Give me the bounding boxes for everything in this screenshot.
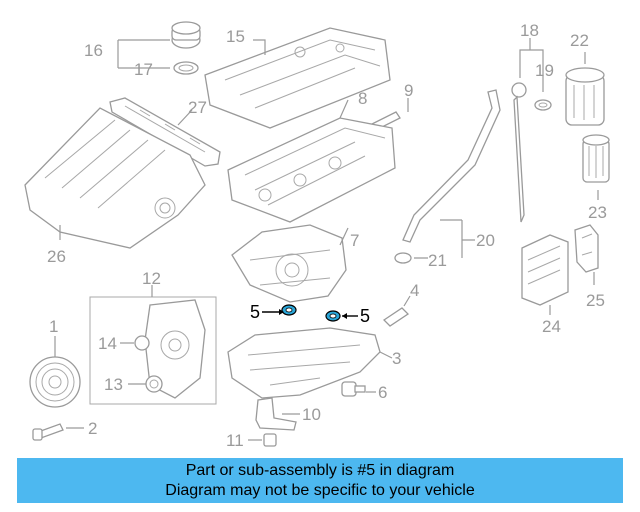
callout-25: 25 bbox=[586, 291, 605, 310]
callout-10: 10 bbox=[302, 405, 321, 424]
part-info-banner: Part or sub-assembly is #5 in diagram Di… bbox=[17, 458, 623, 503]
oil-filter-element bbox=[582, 134, 610, 183]
filler-cap-seal bbox=[173, 61, 199, 75]
callout-22: 22 bbox=[570, 31, 589, 50]
parts-diagram: 16 17 15 27 26 9 8 bbox=[24, 21, 610, 450]
callout-12: 12 bbox=[142, 269, 161, 288]
callout-27: 27 bbox=[188, 98, 207, 117]
oil-filter-housing bbox=[565, 67, 605, 126]
seal-5-right[interactable] bbox=[325, 310, 341, 322]
callout-8: 8 bbox=[358, 89, 367, 108]
pulley-bolt bbox=[32, 423, 64, 441]
callout-14: 14 bbox=[98, 334, 117, 353]
callout-24: 24 bbox=[542, 317, 561, 336]
dipstick bbox=[511, 82, 527, 223]
callout-3: 3 bbox=[392, 349, 401, 368]
dipstick-tube bbox=[402, 89, 501, 243]
callout-19: 19 bbox=[535, 61, 554, 80]
callout-9: 9 bbox=[404, 81, 413, 100]
callout-5-left: 5 bbox=[250, 302, 260, 322]
crankshaft-seal bbox=[145, 375, 163, 393]
callout-26: 26 bbox=[47, 247, 66, 266]
callout-6: 6 bbox=[378, 383, 387, 402]
shaft-seal bbox=[134, 335, 150, 351]
callout-17: 17 bbox=[134, 60, 153, 79]
tube-seal bbox=[394, 252, 412, 264]
callout-18: 18 bbox=[520, 21, 539, 40]
level-sensor bbox=[382, 307, 410, 327]
cylinder-head bbox=[227, 117, 396, 223]
intake-manifold bbox=[24, 107, 206, 249]
callout-2: 2 bbox=[88, 419, 97, 438]
callout-13: 13 bbox=[104, 375, 123, 394]
oil-pan bbox=[227, 327, 381, 399]
callout-1: 1 bbox=[49, 317, 58, 336]
callout-4: 4 bbox=[410, 281, 419, 300]
drain-plug bbox=[341, 381, 366, 397]
fitting bbox=[263, 433, 277, 447]
callout-20: 20 bbox=[476, 231, 495, 250]
callout-21: 21 bbox=[428, 251, 447, 270]
oil-cooler bbox=[521, 234, 569, 306]
seal-5-left[interactable] bbox=[281, 304, 297, 316]
intake-gasket bbox=[109, 97, 221, 167]
timing-cover bbox=[231, 224, 347, 303]
banner-line-disclaimer: Diagram may not be specific to your vehi… bbox=[165, 482, 475, 499]
oil-filler-cap bbox=[171, 21, 201, 49]
callout-16: 16 bbox=[84, 41, 103, 60]
callout-11: 11 bbox=[226, 431, 244, 450]
callout-23: 23 bbox=[588, 203, 607, 222]
callout-15: 15 bbox=[226, 27, 245, 46]
crankshaft-pulley bbox=[29, 356, 81, 408]
oil-pump-pickup bbox=[255, 397, 297, 431]
callout-7: 7 bbox=[350, 231, 359, 250]
dipstick-seal bbox=[534, 99, 552, 111]
callout-5-right: 5 bbox=[360, 306, 370, 326]
banner-line-part: Part or sub-assembly is #5 in diagram bbox=[185, 462, 455, 479]
cooler-gasket bbox=[574, 224, 599, 273]
valve-cover bbox=[204, 27, 391, 129]
